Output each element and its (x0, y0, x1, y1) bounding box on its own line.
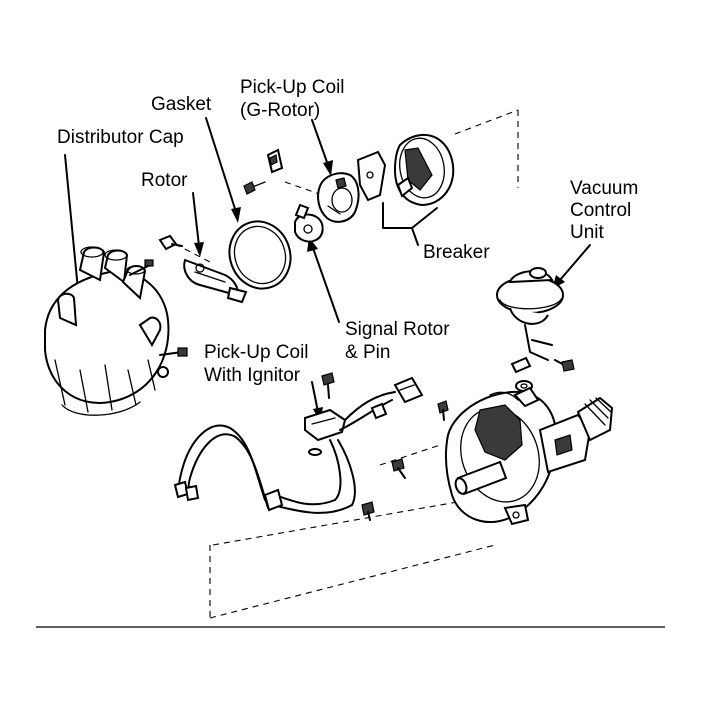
pickup-coil-grotor-label-2: (G-Rotor) (240, 100, 320, 121)
label-rotor: Rotor (141, 170, 188, 191)
distributor-housing (444, 386, 614, 526)
rotor-label: Rotor (141, 170, 188, 191)
signal-rotor-label-2: & Pin (345, 342, 390, 363)
signal-rotor-label-1: Signal Rotor (345, 319, 450, 340)
breaker-label: Breaker (423, 242, 490, 263)
label-pickup-coil-ignitor: Pick-Up Coil With Ignitor (204, 342, 309, 386)
label-vacuum-control-unit: Vacuum Control Unit (570, 178, 638, 243)
pickup-coil-with-ignitor (173, 372, 424, 521)
pickup-ignitor-leader (311, 381, 319, 413)
gasket (228, 220, 292, 290)
distributor-cap (44, 246, 188, 416)
pickup-grotor-leader (311, 119, 329, 166)
vacuum-label-1: Vacuum (570, 178, 638, 199)
breaker-bracket-tail (411, 227, 419, 246)
vacuum-label-2: Control (570, 200, 631, 221)
vacuum-label-3: Unit (570, 222, 605, 243)
label-distributor-cap: Distributor Cap (57, 127, 184, 148)
breaker-plate (356, 134, 455, 207)
distributor-cap-label: Distributor Cap (57, 127, 184, 148)
vacuum-leader (559, 244, 591, 281)
gasket-arrowhead (231, 207, 241, 223)
axis-line-4 (174, 243, 211, 263)
pickup-grotor-arrowhead (323, 160, 333, 176)
signal-rotor-leader (312, 247, 340, 323)
vacuum-control-unit (496, 267, 575, 392)
label-gasket: Gasket (151, 94, 212, 115)
axis-line-7 (209, 544, 496, 619)
pickup-coil-grotor-label-1: Pick-Up Coil (240, 77, 345, 98)
breaker-bracket (382, 202, 438, 229)
axis-line-8 (379, 444, 441, 466)
loose-screws (391, 400, 449, 479)
distributor-cap-leader (64, 154, 79, 291)
rotor-leader (192, 192, 200, 247)
gasket-label: Gasket (151, 94, 212, 115)
signal-rotor (294, 203, 324, 243)
pickup-ignitor-label-1: Pick-Up Coil (204, 342, 309, 363)
label-signal-rotor: Signal Rotor & Pin (345, 319, 450, 363)
label-breaker: Breaker (423, 242, 490, 263)
rotor (183, 258, 248, 304)
label-pickup-coil-grotor: Pick-Up Coil (G-Rotor) (240, 77, 345, 121)
pickup-ignitor-label-2: With Ignitor (204, 365, 301, 386)
gasket-leader (205, 117, 237, 213)
pickup-coil-grotor (243, 148, 360, 223)
axis-line-5 (212, 497, 481, 546)
axis-line-1 (454, 109, 519, 135)
rotor-arrowhead (194, 242, 204, 257)
rotor-screw (158, 234, 183, 251)
